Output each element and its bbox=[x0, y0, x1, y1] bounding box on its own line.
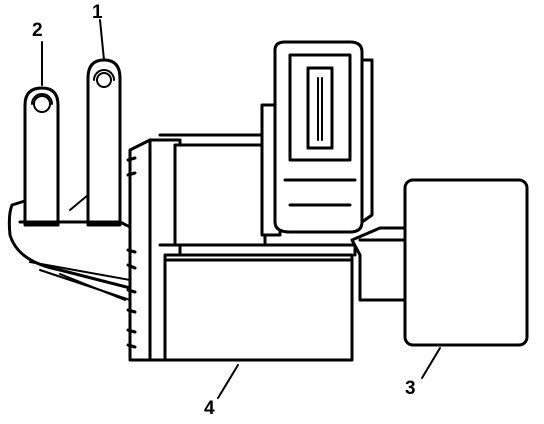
leader-lines bbox=[41, 19, 441, 399]
upper-body bbox=[158, 133, 272, 247]
tube-brace bbox=[69, 194, 89, 211]
vacuum-port-2 bbox=[23, 86, 60, 227]
callout-4: 4 bbox=[204, 398, 215, 419]
filter-3 bbox=[403, 178, 529, 347]
callout-2: 2 bbox=[32, 20, 43, 41]
coupling bbox=[350, 226, 407, 302]
mounting-bracket bbox=[7, 198, 152, 301]
leader-1 bbox=[99, 19, 105, 61]
callout-3: 3 bbox=[405, 378, 416, 399]
tube-base bbox=[18, 220, 142, 234]
vacuum-port-1 bbox=[86, 58, 122, 227]
leader-3 bbox=[421, 347, 441, 379]
solenoid-body-4 bbox=[158, 243, 357, 362]
callout-1: 1 bbox=[92, 2, 103, 23]
leader-4 bbox=[217, 364, 239, 399]
electrical-connector bbox=[260, 40, 374, 237]
